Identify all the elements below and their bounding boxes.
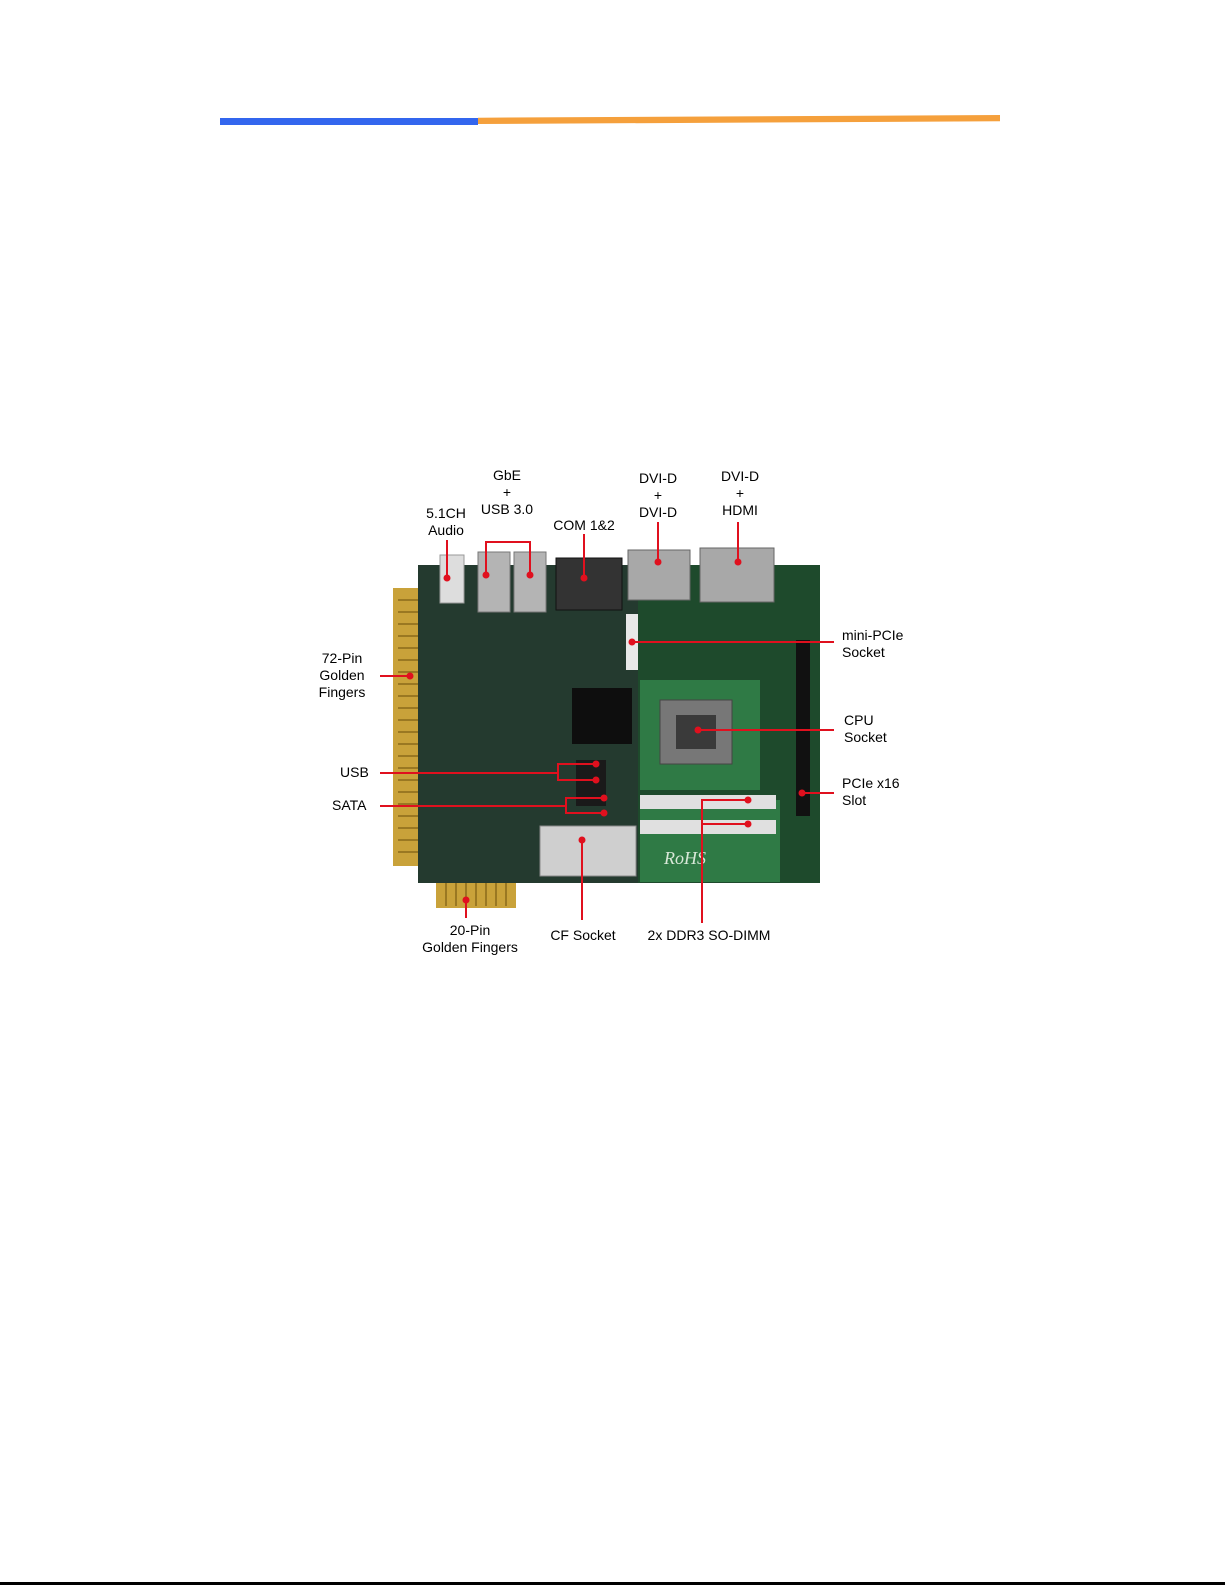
label-gbe-usb: GbE + USB 3.0 bbox=[481, 467, 533, 518]
label-72pin-line3: Fingers bbox=[319, 684, 366, 701]
so-dimm-slot-2 bbox=[640, 820, 776, 834]
label-audio: 5.1CH Audio bbox=[426, 505, 466, 539]
label-ddr3: 2x DDR3 SO-DIMM bbox=[648, 927, 771, 944]
label-pcie: PCIe x16 Slot bbox=[842, 775, 900, 809]
label-dvi-dvi: DVI-D + DVI-D bbox=[639, 470, 677, 521]
cf-socket bbox=[540, 826, 636, 876]
label-cf: CF Socket bbox=[550, 927, 615, 944]
com-connector bbox=[556, 558, 622, 610]
label-dvi-hdmi-line2: + bbox=[721, 485, 759, 502]
label-audio-line1: 5.1CH bbox=[426, 505, 466, 522]
audio-jack bbox=[440, 555, 464, 603]
label-usb: USB bbox=[340, 764, 369, 781]
label-dvi-dvi-line2: + bbox=[639, 487, 677, 504]
label-pcie-line2: Slot bbox=[842, 792, 900, 809]
label-mini-pcie-line2: Socket bbox=[842, 644, 903, 661]
label-dvi-hdmi: DVI-D + HDMI bbox=[721, 468, 759, 519]
label-pcie-line1: PCIe x16 bbox=[842, 775, 900, 792]
label-mini-pcie-line1: mini-PCIe bbox=[842, 627, 903, 644]
label-cpu-line1: CPU bbox=[844, 712, 887, 729]
label-com: COM 1&2 bbox=[553, 517, 614, 534]
label-gbe-line1: GbE bbox=[481, 467, 533, 484]
label-72pin-line2: Golden bbox=[319, 667, 366, 684]
label-cpu-line2: Socket bbox=[844, 729, 887, 746]
label-20pin-line2: Golden Fingers bbox=[422, 939, 518, 956]
label-sata-line1: SATA bbox=[332, 797, 367, 814]
label-dvi-dvi-line3: DVI-D bbox=[639, 504, 677, 521]
label-cpu: CPU Socket bbox=[844, 712, 887, 746]
label-mini-pcie: mini-PCIe Socket bbox=[842, 627, 903, 661]
label-gbe-line2: + bbox=[481, 484, 533, 501]
label-usb-line1: USB bbox=[340, 764, 369, 781]
label-cf-line1: CF Socket bbox=[550, 927, 615, 944]
label-20pin-line1: 20-Pin bbox=[422, 922, 518, 939]
label-20pin: 20-Pin Golden Fingers bbox=[422, 922, 518, 956]
pcie-slot bbox=[796, 640, 810, 816]
label-dvi-dvi-line1: DVI-D bbox=[639, 470, 677, 487]
label-gbe-line3: USB 3.0 bbox=[481, 501, 533, 518]
so-dimm-slot-1 bbox=[640, 795, 776, 809]
label-ddr3-line1: 2x DDR3 SO-DIMM bbox=[648, 927, 771, 944]
label-com-line1: COM 1&2 bbox=[553, 517, 614, 534]
memory-area bbox=[640, 800, 780, 882]
label-dvi-hdmi-line1: DVI-D bbox=[721, 468, 759, 485]
rohs-marking: RoHS bbox=[663, 848, 706, 868]
heatsink bbox=[572, 688, 632, 744]
label-audio-line2: Audio bbox=[426, 522, 466, 539]
label-dvi-hdmi-line3: HDMI bbox=[721, 502, 759, 519]
rj45-usb-connector-1 bbox=[478, 552, 510, 612]
label-72pin-line1: 72-Pin bbox=[319, 650, 366, 667]
label-72pin: 72-Pin Golden Fingers bbox=[319, 650, 366, 701]
label-sata: SATA bbox=[332, 797, 367, 814]
